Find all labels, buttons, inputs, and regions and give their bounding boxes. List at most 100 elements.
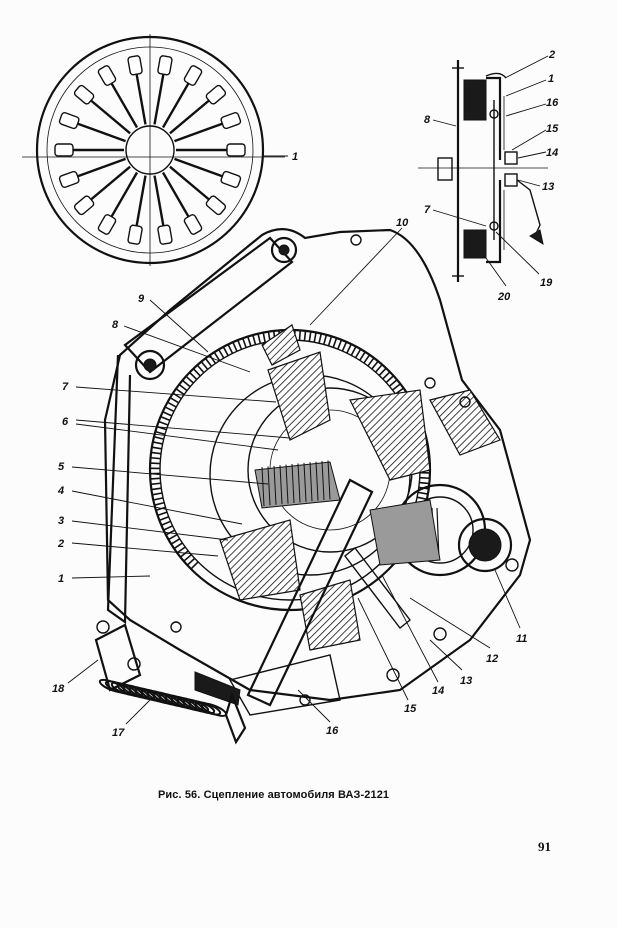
gear-tooth bbox=[318, 333, 323, 344]
gear-tooth bbox=[237, 339, 243, 350]
callout-schem-16: 16 bbox=[546, 97, 559, 109]
gear-tooth bbox=[178, 383, 188, 392]
gear-tooth bbox=[327, 336, 333, 347]
spring-finger bbox=[153, 72, 165, 125]
gear-tooth bbox=[152, 492, 163, 496]
clutch-assembly-cutaway bbox=[94, 228, 532, 745]
gear-tooth bbox=[241, 337, 247, 348]
spline bbox=[309, 462, 313, 502]
spline bbox=[279, 465, 283, 505]
gear-tooth bbox=[247, 336, 252, 347]
callout-schem-1: 1 bbox=[548, 73, 554, 85]
gear-tooth bbox=[168, 533, 178, 541]
finger-slot bbox=[97, 65, 117, 86]
gear-tooth bbox=[385, 375, 395, 384]
finger-slot bbox=[183, 65, 203, 86]
gear-tooth bbox=[155, 506, 166, 512]
gear-tooth bbox=[337, 339, 343, 350]
diaphragm-spring-view bbox=[22, 34, 285, 266]
callout-main-12: 12 bbox=[486, 653, 498, 665]
gear-tooth bbox=[183, 554, 192, 562]
gear-tooth bbox=[159, 516, 169, 522]
callout-main-3: 3 bbox=[58, 515, 64, 527]
gear-tooth bbox=[359, 351, 366, 361]
callout-main-17: 17 bbox=[112, 727, 125, 739]
gear-tooth bbox=[150, 482, 161, 486]
spline bbox=[297, 463, 301, 503]
spring-finger bbox=[161, 81, 191, 129]
spring-finger bbox=[174, 122, 224, 143]
spline bbox=[273, 465, 277, 505]
callout-main-10: 10 bbox=[396, 217, 409, 229]
spring-finger bbox=[89, 165, 131, 202]
gear-tooth bbox=[181, 379, 191, 388]
callout-schem-2: 2 bbox=[548, 49, 555, 61]
gear-tooth bbox=[152, 441, 163, 445]
gear-tooth bbox=[257, 333, 262, 344]
callout-main-1: 1 bbox=[58, 573, 64, 585]
gear-tooth bbox=[332, 337, 338, 348]
gear-tooth bbox=[162, 410, 173, 417]
gear-tooth bbox=[374, 364, 383, 373]
gear-tooth bbox=[153, 497, 164, 501]
gear-tooth bbox=[151, 451, 162, 455]
gear-tooth bbox=[298, 330, 302, 341]
finger-slot bbox=[157, 224, 173, 245]
spring-finger bbox=[169, 98, 211, 135]
gear-tooth bbox=[150, 456, 161, 460]
gear-tooth bbox=[157, 511, 168, 517]
spring-finger bbox=[76, 122, 126, 143]
finger-slot bbox=[58, 112, 80, 130]
gear-tooth bbox=[341, 341, 348, 352]
spring-finger bbox=[135, 72, 147, 125]
callout-schem-7: 7 bbox=[424, 204, 431, 216]
gear-tooth bbox=[192, 368, 201, 377]
finger-slot bbox=[205, 195, 227, 216]
callout-main-8: 8 bbox=[112, 319, 119, 331]
gear-tooth bbox=[392, 383, 401, 391]
spring-finger bbox=[89, 98, 131, 135]
callout-main-13: 13 bbox=[460, 675, 472, 687]
gear-tooth bbox=[151, 487, 162, 491]
finger-slot bbox=[97, 214, 117, 235]
finger-slot bbox=[73, 84, 95, 105]
gear-tooth bbox=[346, 343, 352, 354]
finger-slot bbox=[157, 55, 173, 76]
callout-schem-8: 8 bbox=[424, 114, 431, 126]
gear-tooth bbox=[209, 354, 217, 364]
finger-slot bbox=[127, 224, 143, 245]
callout-schem-20: 20 bbox=[497, 291, 511, 303]
gear-tooth bbox=[179, 550, 189, 558]
callout-labels: 1 2 1 16 15 14 13 8 7 19 20 1 2 3 4 5 6 … bbox=[52, 49, 559, 739]
gear-tooth bbox=[175, 388, 185, 396]
callout-main-11: 11 bbox=[516, 633, 527, 645]
gear-tooth bbox=[173, 542, 183, 550]
gear-tooth bbox=[222, 346, 229, 357]
finger-slot bbox=[54, 143, 74, 157]
gear-tooth bbox=[200, 361, 209, 370]
callout-schem-19: 19 bbox=[540, 277, 553, 289]
spline bbox=[303, 462, 307, 502]
gear-tooth bbox=[161, 520, 171, 526]
gear-tooth bbox=[196, 364, 205, 374]
spring-finger bbox=[109, 171, 139, 219]
leader-lines bbox=[67, 55, 549, 725]
gear-tooth bbox=[382, 371, 391, 380]
gear-tooth bbox=[303, 330, 307, 341]
finger-slot bbox=[183, 214, 203, 235]
gear-tooth bbox=[252, 334, 257, 345]
callout-main-2: 2 bbox=[57, 538, 64, 550]
gear-tooth bbox=[232, 341, 238, 352]
gear-tooth bbox=[354, 348, 362, 359]
callout-main-15: 15 bbox=[404, 703, 417, 715]
spline bbox=[285, 464, 289, 504]
gear-tooth bbox=[154, 501, 165, 506]
callout-disc-1: 1 bbox=[292, 151, 298, 163]
spline bbox=[261, 466, 265, 507]
gear-tooth bbox=[163, 525, 173, 531]
spring-finger bbox=[76, 157, 126, 178]
gear-tooth bbox=[164, 406, 175, 413]
gear-tooth bbox=[388, 379, 398, 387]
